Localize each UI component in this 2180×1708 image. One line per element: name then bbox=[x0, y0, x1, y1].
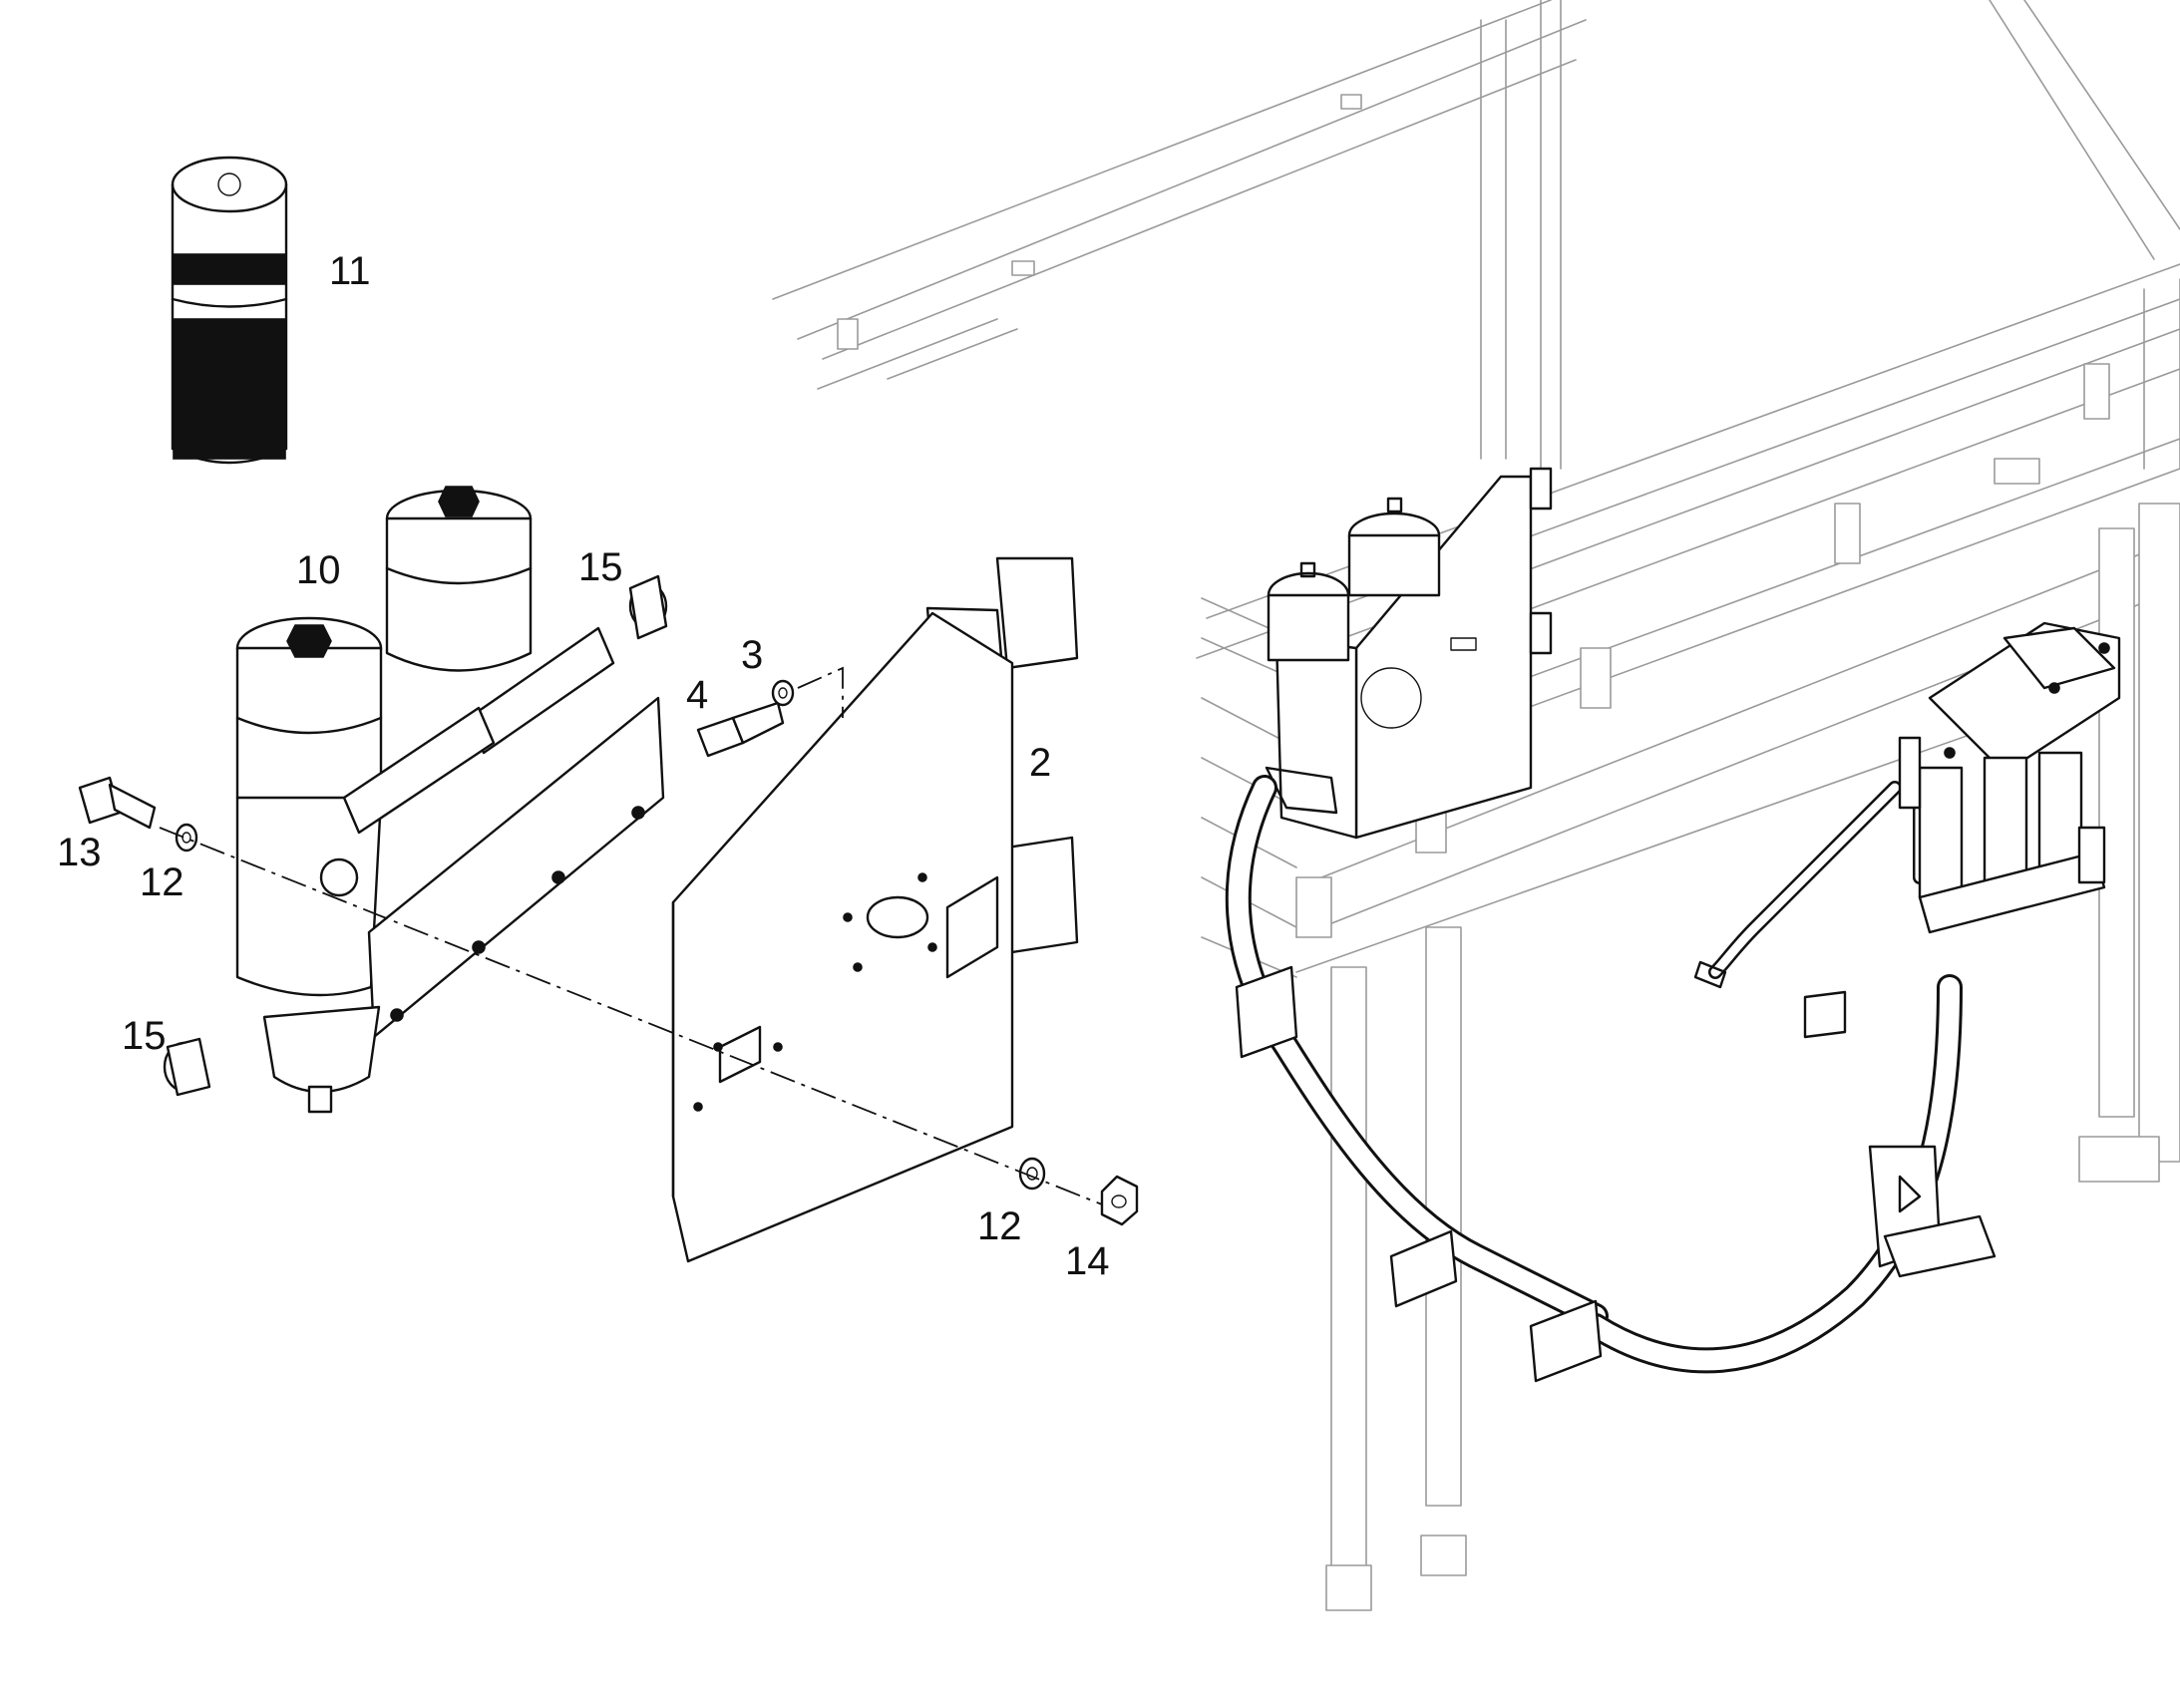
callout-10: 10 bbox=[296, 548, 341, 592]
fitting-bottom bbox=[163, 1037, 211, 1097]
assembly-lines bbox=[159, 666, 1103, 1205]
callouts: 11 10 15 3 4 2 13 12 15 12 14 bbox=[57, 249, 1110, 1283]
filter-element bbox=[171, 156, 288, 465]
bolt-4 bbox=[696, 701, 785, 758]
callout-12-left: 12 bbox=[140, 860, 184, 904]
callout-3: 3 bbox=[741, 633, 763, 677]
bolt-13 bbox=[78, 776, 157, 830]
callout-2: 2 bbox=[1029, 741, 1051, 785]
mounting-plate bbox=[671, 556, 1079, 1263]
twin-filter-housing bbox=[235, 486, 665, 1114]
callout-11: 11 bbox=[329, 249, 371, 293]
callout-15-top: 15 bbox=[578, 545, 623, 589]
callout-12-right: 12 bbox=[977, 1204, 1022, 1248]
nut-14 bbox=[1100, 1175, 1139, 1226]
callout-14: 14 bbox=[1065, 1239, 1110, 1283]
assembled-filter bbox=[1265, 467, 1553, 840]
fitting-top bbox=[628, 574, 668, 640]
triple-filter-unit bbox=[1898, 621, 2121, 934]
washer-12-left bbox=[175, 823, 198, 853]
hose-assembly bbox=[1225, 775, 1997, 1383]
washer-3 bbox=[771, 679, 795, 707]
callout-13: 13 bbox=[57, 831, 102, 874]
callout-4: 4 bbox=[686, 673, 708, 717]
callout-15-bottom: 15 bbox=[122, 1014, 167, 1058]
washer-12-right bbox=[1018, 1157, 1046, 1191]
